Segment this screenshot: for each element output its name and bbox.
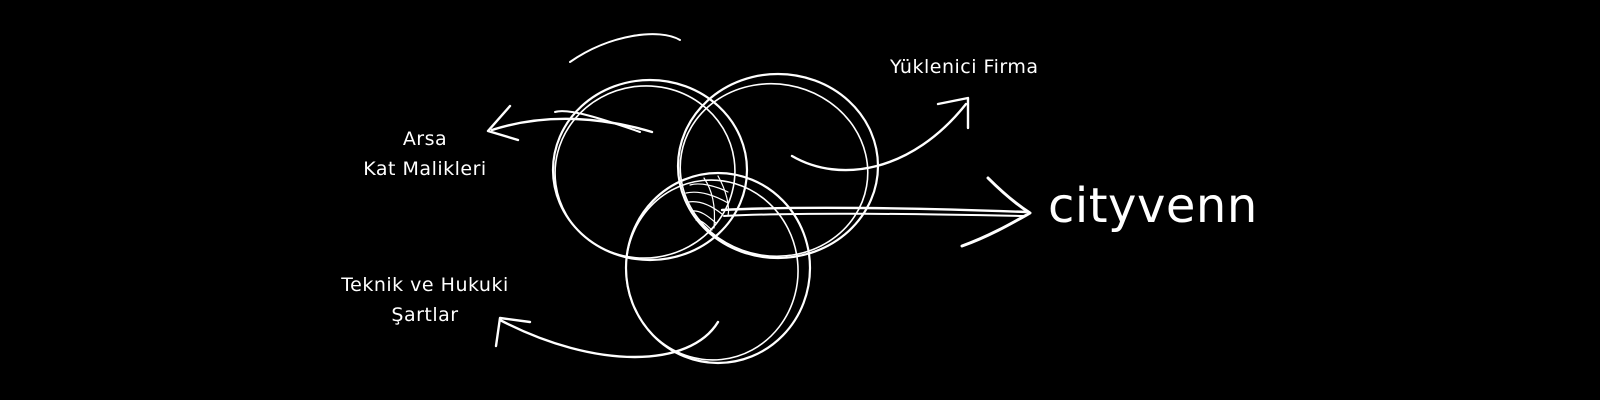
label-land-line1: Arsa (402, 128, 448, 150)
label-terms-line2: Şartlar (391, 304, 459, 326)
label-contractor: Yüklenici Firma (890, 52, 1038, 82)
intersection-hatching (685, 175, 730, 231)
arrow-to-brand (720, 176, 1032, 248)
circle-land-owners (551, 33, 749, 262)
label-terms: Teknik ve Hukuki Şartlar (330, 270, 520, 330)
label-land-owners: Arsa Kat Malikleri (350, 124, 500, 184)
label-contractor-text: Yüklenici Firma (890, 56, 1039, 78)
arrow-to-terms (494, 316, 720, 359)
brand-logo-text: cityvenn (1048, 178, 1258, 234)
arrow-to-contractor (790, 96, 970, 172)
arrow-to-land-owners (486, 104, 654, 142)
label-land-line2: Kat Malikleri (363, 158, 487, 180)
label-terms-line1: Teknik ve Hukuki (341, 274, 509, 296)
circle-terms (624, 171, 812, 365)
